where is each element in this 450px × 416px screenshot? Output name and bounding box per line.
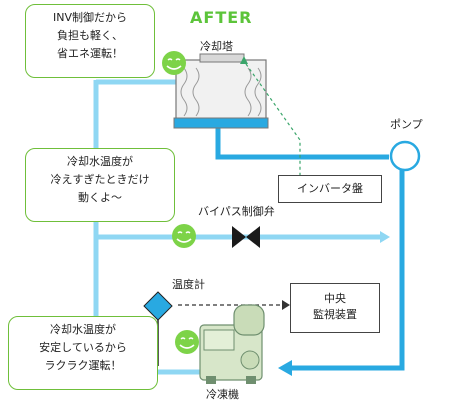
bubble-inv-control: INV制御だから 負担も軽く、 省エネ運転！ xyxy=(25,4,155,78)
bubble-line: 冷えすぎたときだけ xyxy=(50,173,150,186)
central-monitor-label-line1: 中央 xyxy=(324,292,346,305)
bubble-line: 省エネ運転！ xyxy=(57,47,123,60)
chiller-inlet-arrowhead xyxy=(278,360,292,376)
main-pipe-tower-to-pump xyxy=(215,128,389,160)
bubble-line: INV制御だから xyxy=(53,11,127,24)
smiley-icon-tower xyxy=(162,51,186,75)
bubble-line: ラクラク運転！ xyxy=(44,359,122,372)
main-pipes xyxy=(215,128,405,371)
bubble-stable-operation: 冷却水温度が 安定しているから ラクラク運転！ xyxy=(8,316,158,390)
cooling-tower-label: 冷却塔 xyxy=(200,40,233,53)
central-monitor-label-line2: 監視装置 xyxy=(313,308,357,321)
bypass-arrowhead xyxy=(380,231,390,243)
bubble-line: 負担も軽く、 xyxy=(57,29,123,42)
chiller-icon xyxy=(199,304,265,384)
bubble-water-temperature: 冷却水温度が 冷えすぎたときだけ 動くよ～ xyxy=(25,148,175,222)
smiley-icon-chiller xyxy=(175,330,199,354)
bubble-line: 冷却水温度が xyxy=(67,155,133,168)
pump-label: ポンプ xyxy=(390,118,423,131)
thermometer-label: 温度計 xyxy=(172,278,205,291)
smiley-icon-bypass xyxy=(172,224,196,248)
inverter-panel-label: インバータ盤 xyxy=(297,182,363,195)
bypass-valve-icon xyxy=(232,226,260,248)
cooling-tower-icon xyxy=(173,53,269,129)
signal-lines xyxy=(245,63,301,175)
bypass-valve-label: バイパス制御弁 xyxy=(198,205,275,218)
pump-icon xyxy=(389,140,421,172)
chiller-label: 冷凍機 xyxy=(206,388,239,401)
central-monitor-box: 中央 監視装置 xyxy=(290,283,380,333)
inverter-panel-box: インバータ盤 xyxy=(278,175,382,203)
bubble-line: 安定しているから xyxy=(39,341,127,354)
monitor-arrowhead xyxy=(282,300,290,310)
diagram-title: AFTER xyxy=(190,8,253,27)
smiley-icons xyxy=(162,51,199,354)
bubble-line: 冷却水温度が xyxy=(50,323,116,336)
thermometer-icon xyxy=(143,291,173,366)
bubble-line: 動くよ～ xyxy=(78,191,122,204)
main-pipe-pump-to-chiller xyxy=(290,168,405,371)
